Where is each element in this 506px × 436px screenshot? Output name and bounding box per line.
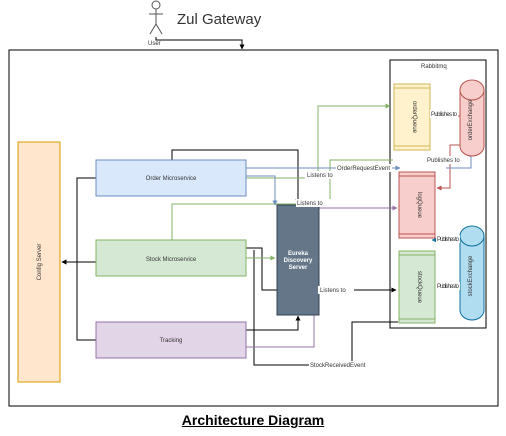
user-label: User <box>148 41 161 47</box>
tracking-label: Tracking <box>160 338 183 344</box>
publishes-to-label-1: Publishes to <box>431 112 458 118</box>
stock-microservice-label: Stock Microservice <box>146 257 197 263</box>
order-queue-label: orderQueue <box>411 101 417 134</box>
eureka-label-line3: Server <box>289 265 308 271</box>
listens-to-label-2: Listens to <box>297 201 323 207</box>
eureka-discovery-server-node <box>276 204 320 316</box>
stock-queue-node <box>398 250 436 324</box>
publishes-to-label-2: Publishes to <box>427 158 460 164</box>
order-request-event-label: OrderRequestEvent <box>337 166 390 172</box>
log-queue-node <box>398 171 436 239</box>
gateway-container <box>8 49 499 407</box>
order-to-orderqueue-connector <box>246 103 391 179</box>
order-to-eureka-connector <box>171 149 301 205</box>
order-queue-node <box>393 83 431 151</box>
tracking-to-logqueue-connector <box>246 205 398 348</box>
listens-to-label-1: Listens to <box>307 173 333 179</box>
user-to-gateway-connector <box>155 37 245 50</box>
log-queue-label: logQueue <box>416 192 422 219</box>
eureka-label-line1: Eureka <box>288 251 309 257</box>
eureka-label-line2: Discovery <box>284 258 313 264</box>
tracking-to-eureka-connector <box>246 315 301 331</box>
order-exchange-node <box>459 79 485 157</box>
orderexchange-publish-2 <box>436 144 460 191</box>
stock-exchange-node <box>459 225 485 321</box>
stock-received-event-label: StockReceivedEvent <box>310 363 366 369</box>
stock-queue-label: stockQueue <box>416 271 422 304</box>
stock-to-stockqueue-connector <box>246 247 397 293</box>
order-register-connector <box>246 175 278 206</box>
config-connectors <box>61 177 96 341</box>
stock-received-connector <box>253 250 398 366</box>
edge-labels: OrderRequestEvent Listens to Listens to … <box>296 110 466 369</box>
config-server-label: Config Server <box>37 244 43 281</box>
order-exchange-label: orderExchange <box>468 99 474 140</box>
order-microservice-node <box>95 159 247 197</box>
order-to-orderexchange-connector <box>446 151 474 169</box>
user-actor-icon <box>149 0 163 35</box>
tracking-node <box>95 321 247 359</box>
publishes-to-label-4: Publishes to <box>437 284 460 290</box>
rabbitmq-label: Rabbitmq <box>421 64 447 70</box>
order-microservice-label: Order Microservice <box>146 176 197 182</box>
rabbitmq-container <box>389 59 487 329</box>
stock-exchange-label: stockExchange <box>468 255 474 296</box>
publishes-to-label-3: Publishes to <box>437 237 460 243</box>
gateway-title: Zul Gateway <box>177 11 262 28</box>
diagram-caption: Architecture Diagram <box>181 412 325 428</box>
stock-microservice-node <box>95 239 247 277</box>
listens-to-label-3: Listens to <box>320 288 346 294</box>
config-server-node <box>17 141 61 383</box>
